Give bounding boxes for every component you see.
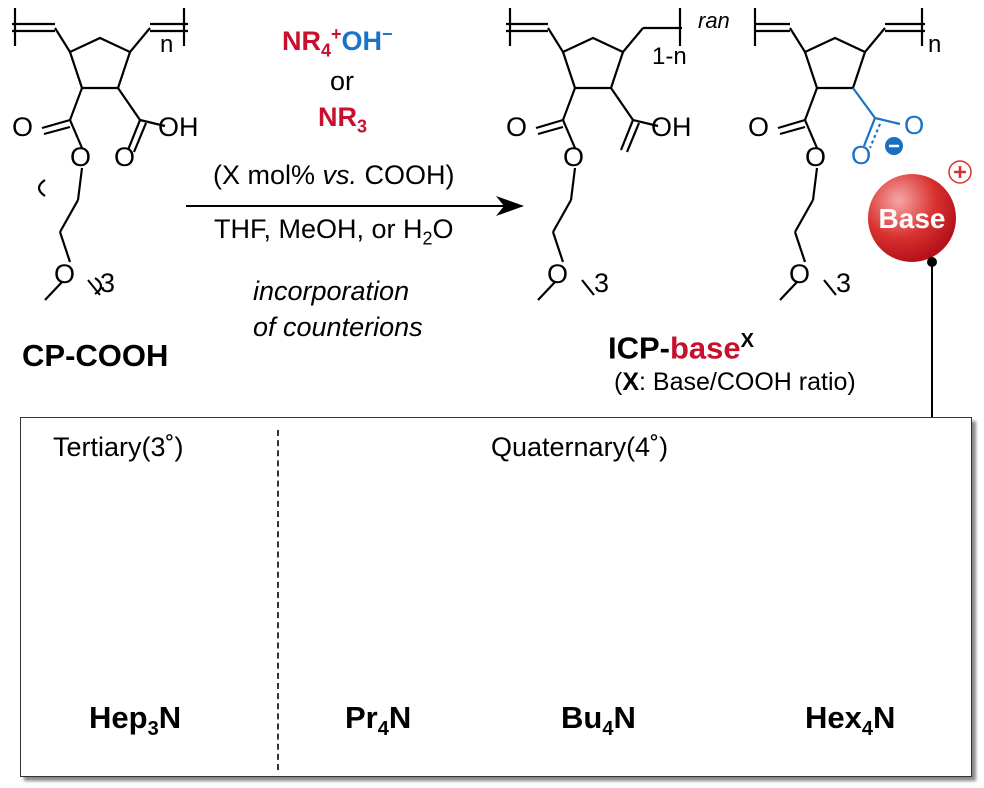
svg-text:3: 3 (100, 268, 115, 298)
carboxylate-group (852, 87, 901, 149)
svg-text:O: O (114, 142, 135, 172)
cp-cooh-label: CP-COOH (22, 338, 169, 373)
panel-divider (277, 430, 279, 770)
base-label: Base (879, 203, 946, 234)
reagent-line-ammonium-hydroxide: NR4+OH− (282, 24, 393, 61)
svg-text:O: O (789, 259, 810, 289)
svg-text:1-n: 1-n (652, 43, 687, 70)
quaternary-header: Quaternary(4˚) (491, 432, 669, 462)
pr4n-label: Pr4N (345, 700, 412, 741)
svg-text:O: O (54, 259, 75, 289)
svg-text:O: O (506, 112, 527, 142)
svg-text:O: O (563, 142, 584, 172)
reaction-condition-ratio: (X mol% vs. COOH) (213, 160, 455, 190)
svg-text:O: O (12, 112, 33, 142)
svg-text:ran: ran (698, 8, 730, 33)
reagent-or: or (330, 66, 355, 96)
svg-text:O: O (748, 112, 769, 142)
base-cation-sphere (868, 160, 972, 417)
icp-base-label: ICP-baseX (608, 330, 755, 366)
counterion-panel: Tertiary(3˚) Quaternary(4˚) Hep3N Pr4N B… (20, 417, 972, 777)
svg-text:OH: OH (158, 112, 199, 142)
tertiary-header: Tertiary(3˚) (53, 432, 184, 462)
reaction-condition-solvent: THF, MeOH, or H2O (214, 214, 454, 249)
svg-text:3: 3 (594, 268, 609, 298)
svg-text:OH: OH (651, 112, 692, 142)
hex4n-label: Hex4N (805, 700, 896, 741)
right-polymer-structure (506, 8, 925, 301)
hep3n-label: Hep3N (89, 700, 182, 741)
svg-text:n: n (160, 31, 173, 58)
icp-base-caption: (X: Base/COOH ratio) (614, 368, 856, 396)
svg-text:n: n (928, 31, 941, 58)
reaction-note-line1: incorporation (253, 276, 410, 306)
svg-text:O: O (547, 259, 568, 289)
svg-text:O: O (851, 140, 871, 170)
reagent-line-amine: NR3 (318, 102, 368, 137)
svg-text:O: O (805, 142, 826, 172)
svg-text:O: O (904, 110, 924, 140)
svg-text:O: O (70, 142, 91, 172)
svg-text:3: 3 (836, 268, 851, 298)
reaction-note-line2: of counterions (253, 312, 423, 342)
bu4n-label: Bu4N (561, 700, 636, 741)
left-polymer-structure (12, 8, 188, 301)
